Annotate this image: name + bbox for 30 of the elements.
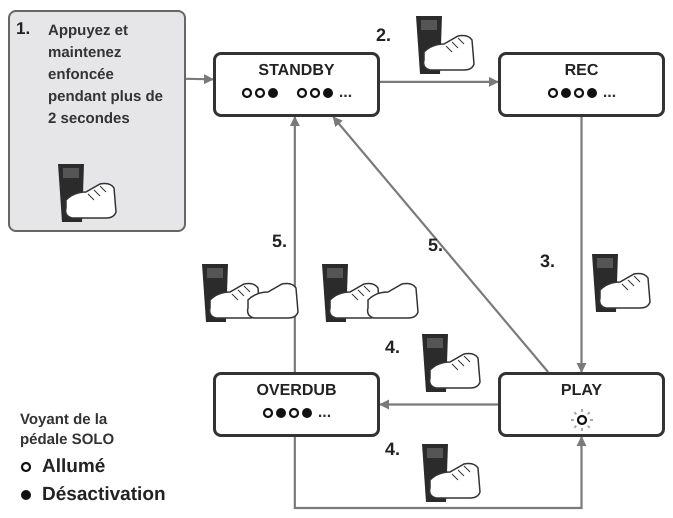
legend-title: Voyant de la pédale SOLO (20, 410, 116, 450)
step-number: 3. (540, 252, 556, 270)
legend-text: Allumé (42, 456, 106, 478)
instruction-panel (8, 10, 186, 232)
step-number: 1. (16, 20, 30, 37)
state-box (498, 52, 665, 117)
arrow (379, 400, 498, 410)
step-number: 5. (428, 236, 444, 254)
arrow (380, 76, 499, 87)
state-box (498, 372, 665, 437)
ellipsis: ... (318, 407, 332, 419)
arrow (294, 436, 586, 510)
arrow (332, 116, 549, 373)
ellipsis: ... (602, 87, 616, 99)
instruction-text: Appuyez et maintenez enfoncée pendant plus de 2 secondes (48, 21, 164, 129)
step-number: 4. (385, 440, 400, 458)
step-number: 5. (272, 232, 288, 250)
ellipsis: ... (338, 87, 352, 99)
state-name: PLAY (560, 381, 602, 401)
state-name: OVERDUB (256, 381, 336, 401)
step-number: 4. (385, 338, 400, 356)
arrow (576, 117, 586, 373)
state-name: STANDBY (258, 61, 335, 81)
step-number: 2. (376, 26, 392, 44)
state-box (213, 52, 380, 117)
arrow (186, 74, 214, 84)
state-box (213, 372, 380, 437)
state-name: REC (564, 61, 598, 81)
legend-text: Désactivation (42, 484, 166, 506)
arrow (290, 116, 300, 372)
